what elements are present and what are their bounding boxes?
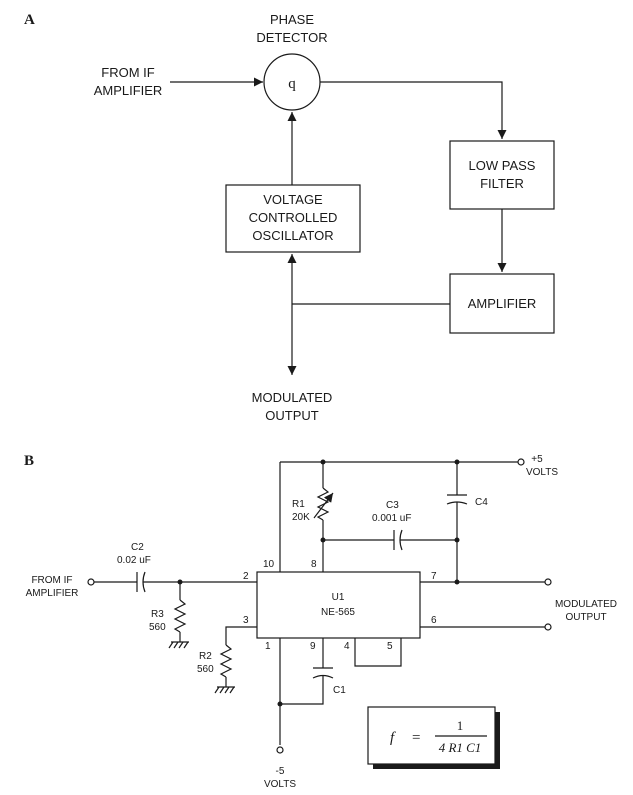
negative-supply-label-2: VOLTS — [264, 779, 296, 790]
input-terminal — [87, 578, 95, 586]
input-label-1: FROM IF — [31, 575, 72, 586]
c3-value: 0.001 uF — [372, 513, 411, 524]
formula-denominator: 4 R1 C1 — [439, 740, 482, 755]
formula-numerator: 1 — [457, 718, 464, 733]
pin-3-label: 3 — [243, 615, 249, 626]
low-pass-label-2: FILTER — [480, 176, 524, 191]
formula-equals: = — [412, 730, 420, 746]
formula-lhs: f — [390, 730, 396, 746]
r2-ground-icon — [214, 686, 235, 694]
ic-ref: U1 — [332, 592, 345, 603]
r2-value: 560 — [197, 664, 214, 675]
amplifier-label: AMPLIFIER — [468, 296, 537, 311]
r2-ref: R2 — [199, 651, 212, 662]
pin4-pin5-loop — [354, 638, 402, 667]
c1-plate-2 — [312, 674, 334, 679]
output-label-1: MODULATED — [252, 390, 333, 405]
panel-b-label: B — [24, 453, 34, 469]
detector-to-filter-line — [320, 81, 507, 139]
pin3-wire — [225, 626, 257, 645]
r1-ref: R1 — [292, 499, 305, 510]
negative-supply-terminal — [276, 746, 284, 754]
r2-resistor — [219, 644, 233, 678]
c2-ref: C2 — [131, 542, 144, 553]
panel-a-label: A — [24, 12, 35, 28]
low-pass-label-1: LOW PASS — [469, 158, 536, 173]
pin-7-label: 7 — [431, 571, 437, 582]
pin-2-label: 2 — [243, 571, 249, 582]
ic-part: NE-565 — [321, 607, 355, 618]
input-label-1: FROM IF — [101, 65, 154, 80]
r3-value: 560 — [149, 622, 166, 633]
c3-ref: C3 — [386, 500, 399, 511]
vco-box — [225, 184, 361, 253]
input-label-2: AMPLIFIER — [26, 588, 79, 599]
positive-supply-terminal — [517, 458, 525, 466]
input-label-2: AMPLIFIER — [94, 83, 163, 98]
pin7-node — [454, 579, 460, 585]
c4-ref: C4 — [475, 497, 488, 508]
positive-supply-label-1: +5 — [531, 454, 543, 465]
positive-supply-label-2: VOLTS — [526, 467, 558, 478]
pin-5-label: 5 — [387, 641, 393, 652]
phase-detector-symbol: q — [288, 76, 296, 92]
low-pass-filter-box — [449, 140, 555, 210]
output-label-2: OUTPUT — [265, 408, 319, 423]
c2-value: 0.02 uF — [117, 555, 151, 566]
pin-8-label: 8 — [311, 559, 317, 570]
r1-value: 20K — [292, 512, 310, 523]
ic-body — [256, 571, 421, 639]
vco-label-1: VOLTAGE — [263, 192, 323, 207]
output-terminal-6 — [544, 623, 552, 631]
output-label-1: MODULATED — [555, 599, 617, 610]
r1-variable-arrow — [313, 492, 334, 519]
panel-a: A PHASE DETECTOR q FROM IF AMPLIFIER LOW… — [24, 12, 555, 423]
r1-resistor — [316, 487, 330, 521]
negative-supply-label-1: -5 — [276, 766, 285, 777]
output-label-2: OUTPUT — [565, 612, 606, 623]
pin-6-label: 6 — [431, 615, 437, 626]
pin-1-label: 1 — [265, 641, 271, 652]
c1-ref: C1 — [333, 685, 346, 696]
vco-label-3: OSCILLATOR — [252, 228, 333, 243]
c1-bottom-lead — [280, 676, 324, 705]
pin-10-label: 10 — [263, 559, 275, 570]
phase-detector-title-2: DETECTOR — [256, 30, 327, 45]
r3-ground-icon — [168, 641, 189, 649]
r3-ref: R3 — [151, 609, 164, 620]
phase-detector-title-1: PHASE — [270, 12, 314, 27]
pin-4-label: 4 — [344, 641, 350, 652]
r3-resistor — [173, 599, 187, 633]
output-terminal-7 — [544, 578, 552, 586]
amplifier-box — [449, 273, 555, 334]
vco-label-2: CONTROLLED — [249, 210, 338, 225]
panel-b: B U1 NE-565 10 8 7 6 2 3 1 9 4 5 +5 VOLT… — [24, 453, 617, 790]
pin-9-label: 9 — [310, 641, 316, 652]
